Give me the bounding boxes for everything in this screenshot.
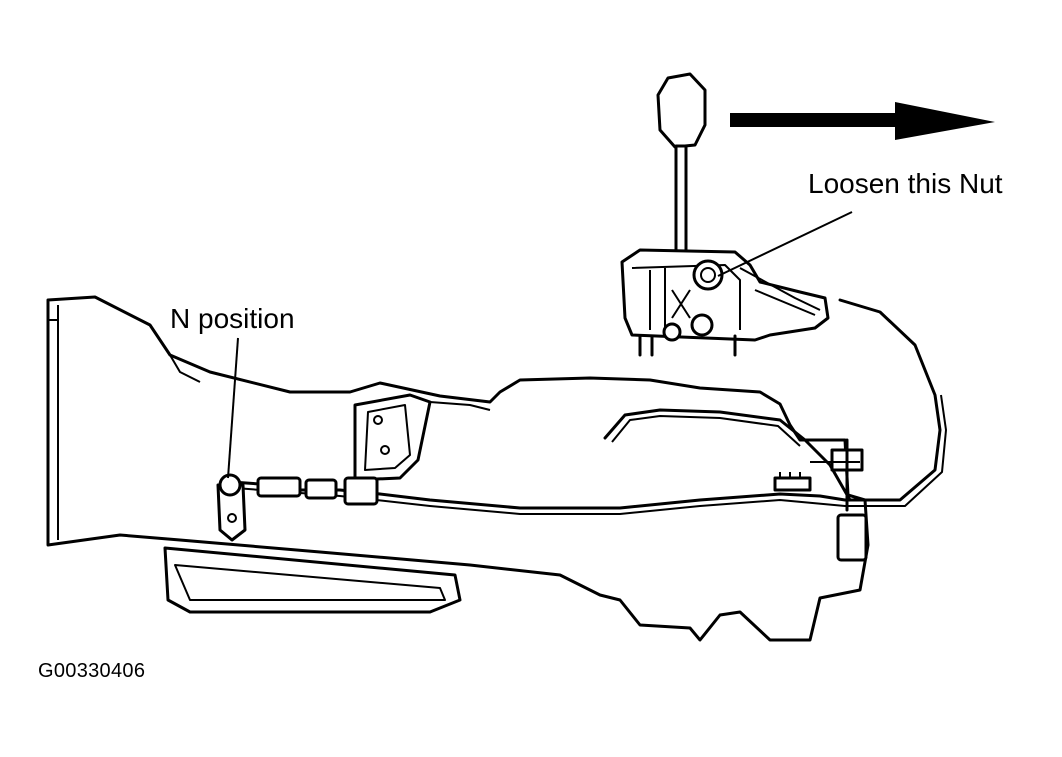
- nut-leader: [717, 211, 853, 277]
- oil-pan: [163, 546, 462, 614]
- direction-arrow-icon: [730, 102, 995, 140]
- selector-lever: [216, 473, 247, 542]
- loosen-nut-label: Loosen this Nut: [808, 168, 1003, 199]
- rear-mount: [810, 438, 868, 562]
- tube-loop: [603, 408, 852, 502]
- shift-cable: [230, 298, 947, 515]
- n-position-label: N position: [170, 303, 295, 334]
- n-position-leader: [227, 337, 239, 479]
- cable-bracket: [353, 393, 432, 482]
- shifter-assembly: [620, 72, 830, 357]
- figure-code: G00330406: [38, 660, 146, 682]
